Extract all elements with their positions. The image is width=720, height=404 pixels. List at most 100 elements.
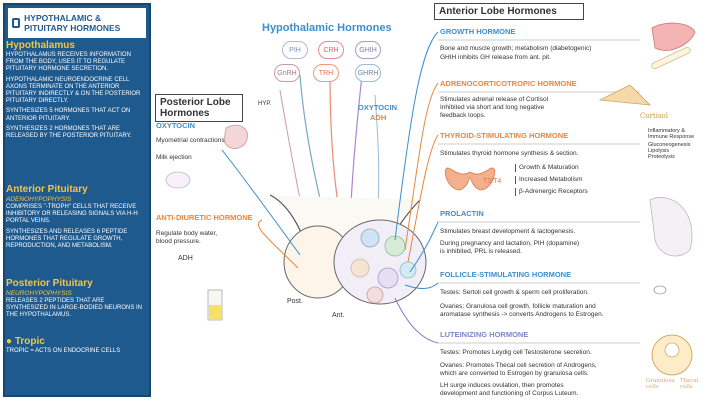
adh-tag: ADH xyxy=(178,255,193,262)
anterior-subheading: Adenohypophysis xyxy=(6,196,72,203)
sperm-illustration xyxy=(653,285,667,295)
acth-effect-4: Lipolysis xyxy=(648,148,670,154)
gh-line-1: Bone and muscle growth; metabolism (diab… xyxy=(440,45,592,52)
granulosa-label: Granulosa cells xyxy=(646,378,675,390)
leader-oxytocin xyxy=(221,149,301,256)
lh-line-2: Ovaries: Promotes Thecal cell secretion … xyxy=(440,362,597,369)
leader-lh xyxy=(394,297,439,344)
fsh-name: Follicle-Stimulating Hormone xyxy=(440,270,572,279)
troph-cell-5 xyxy=(399,261,417,279)
hypothalamus-text-1: Hypothalamus receives information from t… xyxy=(6,52,131,73)
adrenal-illustration xyxy=(598,84,652,106)
tsh-effect-3: β-Adrenergic Receptors xyxy=(515,188,588,196)
liver-illustration xyxy=(651,22,696,51)
hyp-label: HYP. xyxy=(258,101,272,107)
troph-cell-6 xyxy=(366,286,384,304)
prl-name: Prolactin xyxy=(440,209,484,218)
bulb-icon: ● xyxy=(6,336,15,347)
fsh-line-2: Ovaries: Granulosa cell growth, follicle… xyxy=(440,303,596,310)
pill-crh: CRH xyxy=(318,41,344,59)
bone-illustration xyxy=(651,46,691,70)
acth-effect-5: Proteolysis xyxy=(648,154,675,160)
gh-line-2: GHIH inhibits GH release from ant. pit. xyxy=(440,54,551,61)
pill-ghrh: GHRH xyxy=(355,64,381,82)
uterus-illustration xyxy=(223,124,248,149)
lh-name: Luteinizing Hormone xyxy=(440,330,529,339)
oxytocin-label: OXYTOCIN xyxy=(358,103,398,112)
acth-effect-3: Gluconeogenesis xyxy=(648,142,691,148)
oxytocin-line-2: Milk ejection xyxy=(156,154,192,161)
sidebar-title: Hypothalamic & Pituitary Hormones xyxy=(24,13,121,33)
anterior-text-1: Comprises "-troph" cells that receive in… xyxy=(6,204,138,225)
acth-line-2: Inhibited via short and long negative xyxy=(440,104,545,111)
oocyte-illustration xyxy=(664,342,680,358)
adh-name: Anti-Diuretic Hormone xyxy=(156,213,253,222)
t3t4-label: T3/T4 xyxy=(483,178,502,185)
posterior-lobe-title: Posterior Lobe Hormones xyxy=(155,94,243,122)
breast-illustration xyxy=(165,171,191,189)
pill-pih: PIH xyxy=(282,41,308,59)
acth-line-1: Stimulates adrenal release of Cortisol xyxy=(440,96,549,103)
lh-line-3: which are converted to Estrogen by granu… xyxy=(440,370,589,377)
tropic-heading-text: Tropic xyxy=(14,336,45,347)
posterior-text-1: Releases 2 peptides that are synthesized… xyxy=(6,298,143,319)
acth-effect-2: Immune Response xyxy=(648,134,695,140)
pill-ghih: GHIH xyxy=(355,41,381,59)
acth-name: Adrenocorticotropic Hormone xyxy=(440,79,577,88)
fsh-line-3: aromatase synthesis -> converts Androgen… xyxy=(440,311,604,318)
tsh-name: Thyroid-Stimulating Hormone xyxy=(440,131,569,140)
posterior-heading: Posterior Pituitary xyxy=(6,278,93,289)
sidebar-panel: Hypothalamic & Pituitary Hormones xyxy=(3,3,151,397)
leader-prl xyxy=(409,221,439,273)
anterior-section: Anterior Pituitary Adenohypophysis Compr… xyxy=(6,184,144,253)
post-label: Post. xyxy=(287,298,303,305)
thecal-label: Thecal cells xyxy=(680,378,699,390)
cortisol-label: Cortisol xyxy=(640,112,669,120)
hypothalamus-section: Hypothalamus Hypothalamus receives infor… xyxy=(6,40,144,143)
adh-label: ADH xyxy=(370,113,387,122)
thyroid-illustration xyxy=(444,167,496,191)
leader-gh xyxy=(394,31,439,241)
ant-label: Ant. xyxy=(332,312,345,319)
leader-adh xyxy=(257,219,299,269)
tropic-heading: ● Tropic xyxy=(6,336,144,348)
breast-feeding-illustration xyxy=(649,197,693,257)
troph-cell-4 xyxy=(377,267,399,289)
tropic-section: ● Tropic Tropic = acts on endocrine cell… xyxy=(6,336,144,358)
sidebar-header: Hypothalamic & Pituitary Hormones xyxy=(8,8,146,38)
fsh-line-1: Testes: Sertoli cell growth & sperm cell… xyxy=(440,289,589,296)
pill-gnrh: GnRH xyxy=(274,64,300,82)
prl-line-3: is inhibited, PRL is released. xyxy=(440,248,522,255)
pill-trh: TRH xyxy=(313,64,339,82)
anterior-lobe-title: Anterior Lobe Hormones xyxy=(434,3,584,20)
adh-line-1: Regulate body water, xyxy=(156,230,218,237)
water-glass-fill xyxy=(209,305,221,319)
tsh-effect-2: Increased Metabolism xyxy=(515,176,583,184)
leader-fsh xyxy=(404,282,439,289)
troph-cell-1 xyxy=(360,228,380,248)
gh-name: Growth Hormone xyxy=(440,27,516,36)
anterior-text-2: Synthesizes and releases 6 peptide hormo… xyxy=(6,228,128,250)
troph-cell-3 xyxy=(350,258,370,278)
leader-tsh xyxy=(407,134,439,263)
adh-line-2: blood pressure. xyxy=(156,238,201,245)
tsh-effect-1: Growth & Maturation xyxy=(515,164,579,172)
acth-line-3: feedback loops. xyxy=(440,112,486,119)
acth-effect-1: Inflammatory & xyxy=(648,128,685,134)
lh-line-5: development and functioning of Corpus Lu… xyxy=(440,390,579,397)
posterior-subheading: Neurohypophysis xyxy=(6,290,72,297)
oxytocin-name: Oxytocin xyxy=(156,121,196,130)
lh-line-4: LH surge induces ovulation, then promote… xyxy=(440,382,564,389)
tsh-line-1: Stimulates thyroid hormone synthesis & s… xyxy=(440,150,579,157)
anterior-heading: Anterior Pituitary xyxy=(6,184,88,195)
hypothalamus-heading: Hypothalamus xyxy=(6,40,75,51)
prl-line-2: During pregnancy and lactation, PIH (dop… xyxy=(440,240,580,247)
hypothalamic-title: Hypothalamic Hormones xyxy=(262,22,392,34)
leader-acth xyxy=(404,82,439,251)
hypothalamus-text-2: Hypothalamic neuroendocrine cell axons t… xyxy=(6,76,141,105)
prl-line-1: Stimulates breast development & lactogen… xyxy=(440,228,576,235)
tropic-text: Tropic = acts on endocrine cells xyxy=(6,348,121,354)
